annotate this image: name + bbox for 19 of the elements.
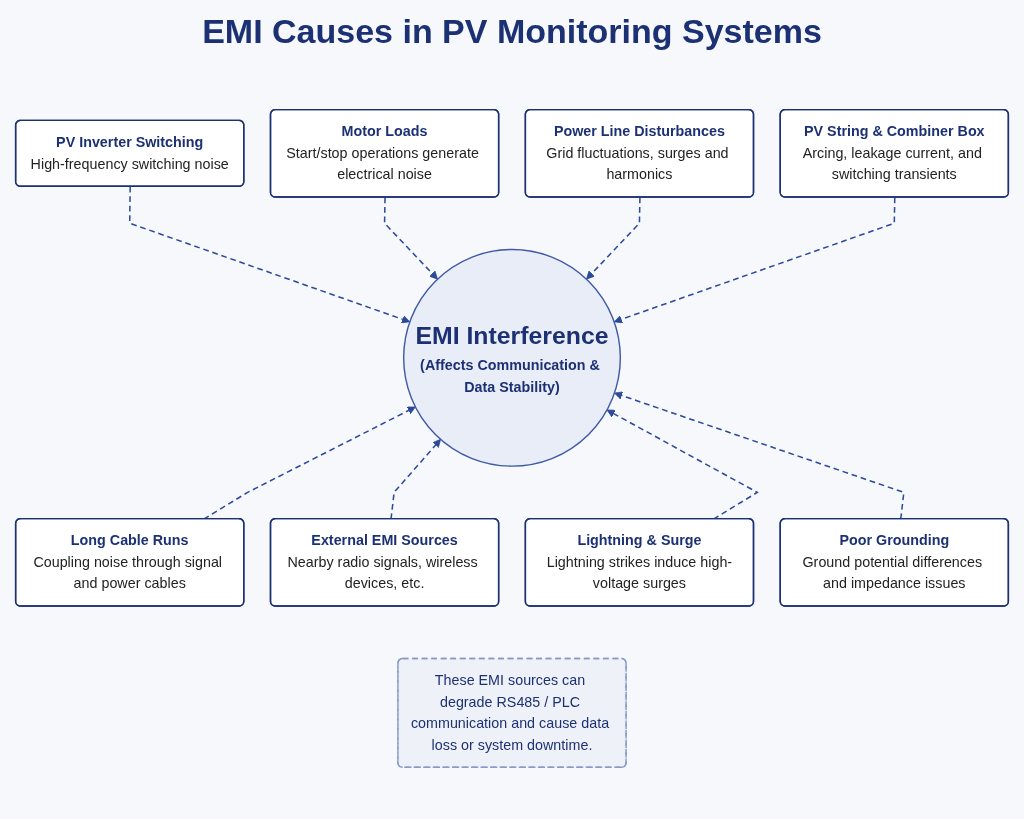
- cause-card: Poor Grounding Ground potential differences and impedance issues: [779, 517, 1010, 607]
- cause-card: Power Line Disturbances Grid fluctuations, surges and harmonics: [524, 108, 755, 198]
- dashed-arrow: [203, 406, 416, 520]
- cause-card: PV Inverter Switching High-frequency switching noise: [14, 119, 245, 187]
- cause-card: PV String & Combiner Box Arcing, leakage current, and switching transients: [779, 108, 1010, 198]
- central-circle: EMI Interference (Affects Communication & Data Stability): [402, 248, 622, 467]
- note-box: These EMI sources can degrade RS485 / PLC communication and cause data loss or system downtime.: [397, 657, 627, 769]
- dashed-arrow: [383, 196, 438, 280]
- dashed-arrow: [128, 185, 411, 324]
- dashed-arrow: [613, 196, 896, 324]
- dashed-arrow: [606, 409, 759, 520]
- cause-card: Lightning & Surge Lightning strikes induce high-voltage surges: [524, 517, 755, 607]
- cause-card: Long Cable Runs Coupling noise through signal and power cables: [14, 517, 245, 607]
- cause-card: External EMI Sources Nearby radio signals, wireless devices, etc.: [269, 517, 500, 607]
- dashed-arrow: [614, 391, 905, 520]
- cause-card: Motor Loads Start/stop operations generate electrical noise: [269, 108, 500, 198]
- dashed-arrow: [586, 196, 641, 280]
- diagram-title: EMI Causes in PV Monitoring Systems: [202, 12, 822, 51]
- dashed-arrow: [390, 438, 441, 520]
